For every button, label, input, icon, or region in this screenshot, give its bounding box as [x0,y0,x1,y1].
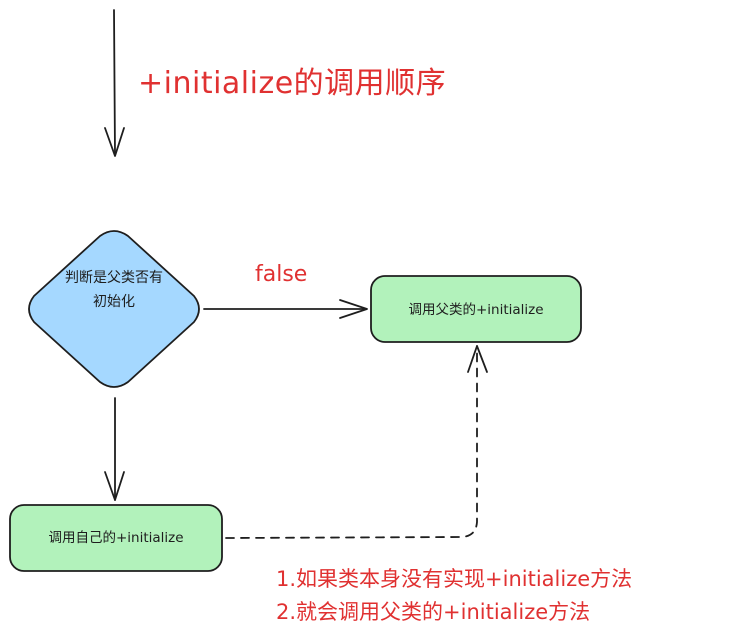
box-parent-label: 调用父类的+initialize [408,302,544,318]
diagram-title: +initialize的调用顺序 [138,66,447,101]
false-arrow [203,299,368,319]
decision-diamond [28,230,200,388]
down-arrow [104,397,125,501]
dashed-fallback-arrow [225,345,488,539]
box-self-label: 调用自己的+initialize [48,530,184,546]
false-edge-label: false [255,262,308,287]
decision-label: 判断是父类否有初始化 [65,270,163,310]
box-parent-initialize [370,275,582,343]
note-line-2: 2.就会调用父类的+initialize方法 [276,600,591,624]
notes: 1.如果类本身没有实现+initialize方法 2.就会调用父类的+initi… [276,563,632,629]
box-self-initialize [9,504,223,572]
note-line-1: 1.如果类本身没有实现+initialize方法 [276,567,633,591]
entry-arrow [104,9,125,157]
